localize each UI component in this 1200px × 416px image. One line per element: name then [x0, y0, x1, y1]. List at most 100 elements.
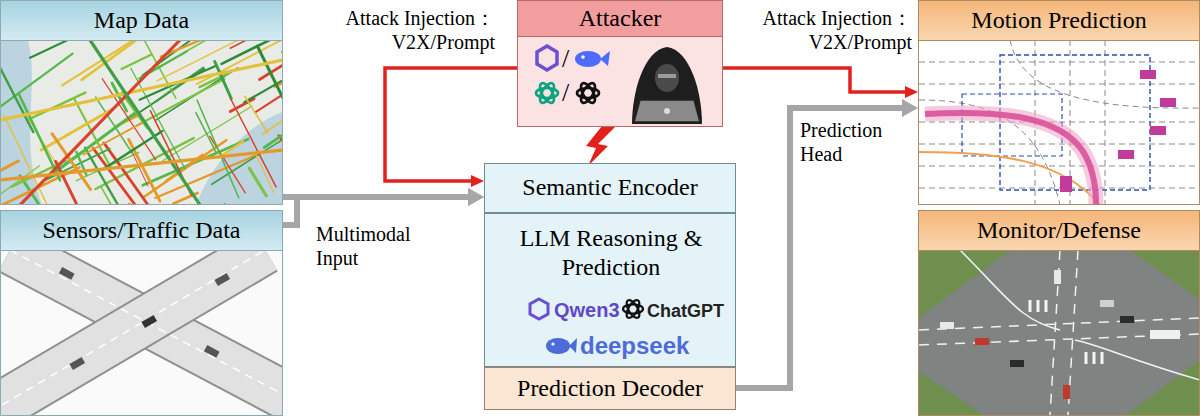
- attacker-icons-part: [581, 55, 585, 59]
- llm-logos-part: [546, 338, 570, 354]
- map-roads-part: [20, 40, 180, 204]
- motion-prediction-illustration-part-part: [919, 166, 1199, 167]
- panel-title: Monitor/Defense: [977, 217, 1141, 245]
- aerial-illustration-part-part: [1029, 300, 1032, 312]
- logo-text: ChatGPT: [647, 301, 724, 322]
- attacker-icons-part-part: [578, 81, 598, 105]
- panel-title: Map Data: [94, 7, 189, 35]
- intersection-illustration-part-part: [214, 273, 230, 286]
- arrow-head: [468, 188, 484, 206]
- aerial-illustration-part-part: [1037, 300, 1040, 312]
- attacker-icons-part-part: [537, 81, 557, 105]
- aerial-illustration-part: [940, 270, 1180, 399]
- aerial-illustration-part: [919, 250, 1199, 415]
- separator-slash: /: [562, 77, 569, 108]
- motion-prediction-illustration-part-part: [919, 62, 1199, 63]
- input-panel: Sensors/Traffic Data: [0, 210, 283, 416]
- edge-label: Prediction Head: [800, 118, 904, 166]
- encoder-box: Semantic Encoder: [484, 163, 736, 213]
- lightning-bolt: [586, 126, 616, 166]
- panel-title: Attacker: [579, 5, 662, 33]
- intersection-illustration-part-part: [59, 267, 75, 280]
- logo-text: Qwen3: [554, 299, 620, 322]
- aerial-illustration-part-part: [1100, 300, 1114, 307]
- attacker-icons: [518, 36, 722, 126]
- header-band: Sensors/Traffic Data: [1, 211, 282, 251]
- map-roads-part: [137, 79, 224, 125]
- map-roads-part: [210, 136, 245, 192]
- map-roads-part: [132, 152, 148, 186]
- attacker-icons-part: [577, 81, 599, 105]
- aerial-illustration-part-part: [1054, 270, 1061, 284]
- motion-prediction-illustration-part-part: [919, 84, 1199, 85]
- box-label: Prediction Decoder: [517, 375, 703, 403]
- attacker-icons-part: [518, 36, 722, 126]
- map-roads-part: [93, 148, 138, 204]
- motion-prediction-illustration-part: [919, 40, 1199, 204]
- aerial-illustration-part-part: [1063, 385, 1070, 399]
- motion-prediction-illustration-part-part: [1010, 40, 1199, 108]
- connector-line: [723, 68, 905, 92]
- decoder-box: Prediction Decoder: [484, 367, 736, 410]
- aerial-illustration: [919, 250, 1199, 415]
- attacker-icons-part: [575, 51, 601, 67]
- panel-title: Sensors/Traffic Data: [43, 217, 241, 245]
- llm-logos-part: [485, 213, 735, 366]
- box-label: Semantic Encoder: [522, 174, 697, 202]
- llm-logos-part-part: [624, 298, 642, 320]
- motion-prediction-illustration-part-part: [1160, 98, 1176, 107]
- llm-logos-part: [551, 342, 554, 345]
- header-band: Motion Prediction: [919, 1, 1199, 41]
- edge-label: Attack Injection：V2X/Prompt: [726, 6, 912, 54]
- aerial-illustration-part-part: [1010, 360, 1024, 367]
- motion-prediction-illustration-part: [925, 113, 1096, 204]
- aerial-illustration-part-part: [1050, 250, 1060, 415]
- attacker-icons-part: [664, 108, 670, 114]
- motion-prediction-illustration-part-part: [1140, 70, 1156, 79]
- map-roads-part: [245, 96, 268, 133]
- connector-line: [283, 197, 468, 225]
- map-roads-part: [196, 113, 216, 153]
- attacker-icons-part: [536, 81, 558, 105]
- aerial-illustration-part-part: [940, 322, 954, 329]
- motion-prediction-illustration: [919, 40, 1199, 204]
- aerial-illustration-part: [919, 250, 1010, 318]
- connector: [723, 68, 918, 98]
- logo-text: deepseek: [580, 332, 689, 360]
- aerial-illustration-part-part: [1093, 352, 1096, 364]
- llm-logos: [485, 213, 735, 366]
- map-roads-part: [1, 60, 282, 120]
- arrow-head: [902, 99, 918, 117]
- aerial-illustration-part-part: [1150, 330, 1180, 339]
- attacker-icons-part-part: [537, 81, 557, 105]
- intersection-illustration-part-part: [204, 345, 220, 358]
- attacker-icons-part: [632, 47, 702, 124]
- map-illustration-part: [1, 40, 282, 204]
- output-panel: Motion Prediction: [918, 0, 1200, 205]
- attacker-icons-part: [634, 100, 700, 122]
- intersection-illustration-part-part: [141, 315, 157, 328]
- motion-prediction-illustration-part: [919, 152, 1100, 204]
- map-illustration: [1, 40, 282, 204]
- header-band: Map Data: [1, 1, 282, 41]
- map-roads-part: [257, 46, 282, 101]
- map-roads: [1, 40, 282, 204]
- aerial-illustration-part-part: [1045, 300, 1048, 312]
- attacker-box: Attacker: [517, 0, 723, 127]
- intersection-illustration-part: [1, 250, 282, 412]
- arrow-head: [471, 175, 484, 187]
- input-panel: Map Data: [0, 0, 283, 205]
- aerial-illustration-part-part: [1101, 352, 1104, 364]
- map-roads-part: [90, 40, 200, 204]
- map-roads-part: [1, 166, 39, 199]
- attacker-icons-part-part: [578, 81, 598, 105]
- aerial-illustration-part: [1030, 300, 1102, 364]
- map-roads-part: [52, 134, 90, 190]
- motion-prediction-illustration-part: [1060, 70, 1176, 192]
- header-band: Attacker: [518, 1, 722, 37]
- motion-prediction-illustration-part-part: [1150, 126, 1166, 135]
- attacker-icons-part: [537, 46, 557, 70]
- edge-label: Multimodal Input: [316, 222, 428, 270]
- arrow-head: [905, 86, 918, 98]
